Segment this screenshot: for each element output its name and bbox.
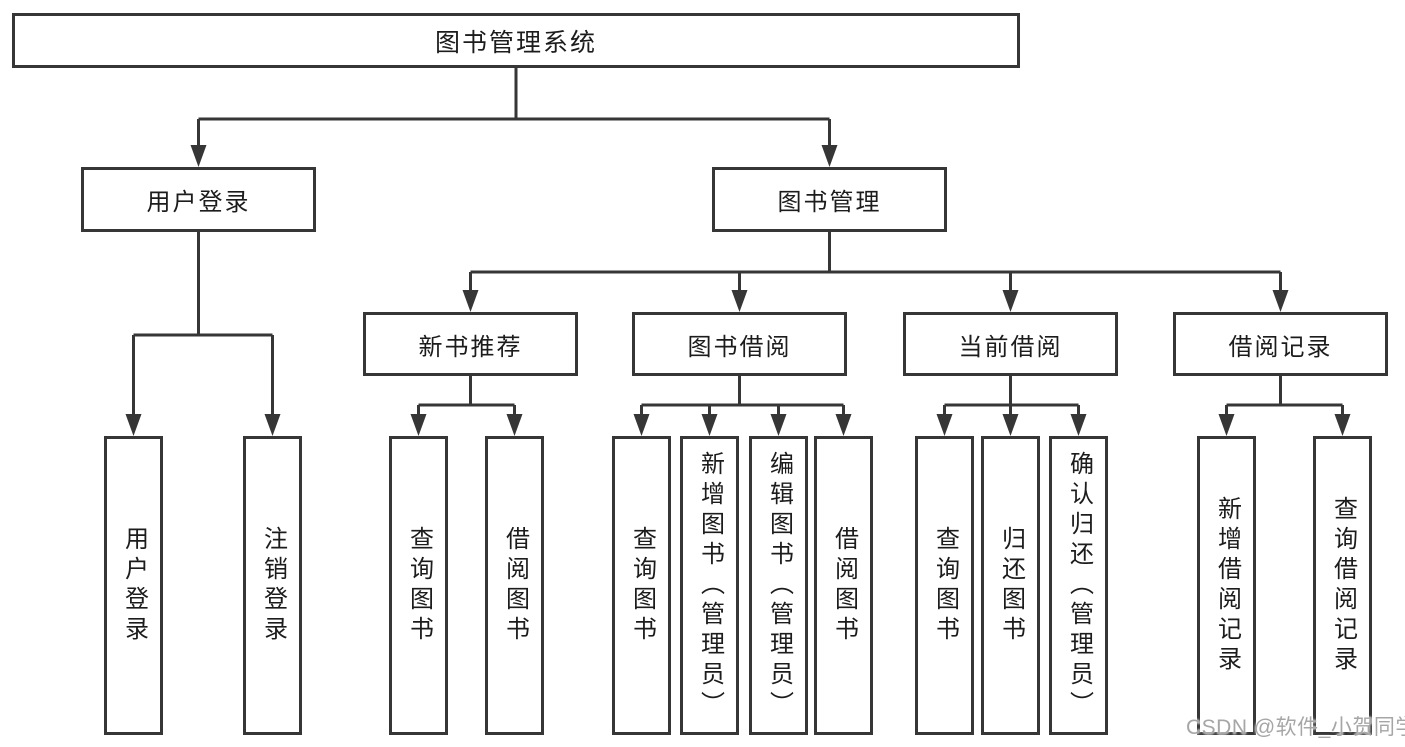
leaf-query-books-3-label: 查询图书 — [931, 525, 959, 646]
leaf-add-borrow-record-label: 新增借阅记录 — [1213, 495, 1241, 676]
leaf-edit-book-admin-label: 编辑图书（管理员） — [765, 450, 793, 721]
leaf-add-book-admin-label: 新增图书（管理员） — [696, 450, 724, 721]
leaf-borrow-books-2-label: 借阅图书 — [830, 525, 858, 646]
node-user-login-label: 用户登录 — [146, 189, 251, 216]
node-root-label: 图书管理系统 — [434, 28, 597, 57]
leaf-borrow-books-2: 借阅图书 — [814, 436, 873, 735]
node-root: 图书管理系统 — [12, 13, 1020, 68]
leaf-query-books-1: 查询图书 — [389, 436, 448, 735]
leaf-query-books-3: 查询图书 — [915, 436, 974, 735]
leaf-add-book-admin: 新增图书（管理员） — [680, 436, 739, 735]
node-new-book-recommend-label: 新书推荐 — [418, 333, 523, 361]
leaf-add-borrow-record: 新增借阅记录 — [1197, 436, 1256, 735]
leaf-user-login-label: 用户登录 — [120, 525, 148, 646]
leaf-edit-book-admin: 编辑图书（管理员） — [749, 436, 808, 735]
leaf-borrow-books-1-label: 借阅图书 — [501, 525, 529, 646]
node-book-borrow-label: 图书借阅 — [687, 333, 792, 361]
leaf-query-borrow-record-label: 查询借阅记录 — [1329, 495, 1357, 676]
leaf-query-books-1-label: 查询图书 — [405, 525, 433, 646]
leaf-return-book-label: 归还图书 — [997, 525, 1025, 646]
leaf-query-books-2-label: 查询图书 — [628, 525, 656, 646]
leaf-return-book: 归还图书 — [981, 436, 1040, 735]
leaf-query-borrow-record: 查询借阅记录 — [1313, 436, 1372, 735]
leaf-logout-label: 注销登录 — [259, 525, 287, 646]
node-borrow-records: 借阅记录 — [1173, 312, 1388, 376]
leaf-user-login: 用户登录 — [104, 436, 163, 735]
node-book-borrow: 图书借阅 — [632, 312, 847, 376]
node-book-management-label: 图书管理 — [777, 189, 882, 216]
leaf-logout: 注销登录 — [243, 436, 302, 735]
node-current-borrow: 当前借阅 — [903, 312, 1118, 376]
node-borrow-records-label: 借阅记录 — [1228, 333, 1333, 361]
leaf-borrow-books-1: 借阅图书 — [485, 436, 544, 735]
node-current-borrow-label: 当前借阅 — [958, 333, 1063, 361]
node-user-login: 用户登录 — [81, 167, 316, 232]
watermark: CSDN @软件_小贺同学 — [1186, 716, 1405, 739]
leaf-query-books-2: 查询图书 — [612, 436, 671, 735]
leaf-confirm-return-admin-label: 确认归还（管理员） — [1065, 450, 1093, 721]
leaf-confirm-return-admin: 确认归还（管理员） — [1049, 436, 1108, 735]
node-book-management: 图书管理 — [712, 167, 947, 232]
node-new-book-recommend: 新书推荐 — [363, 312, 578, 376]
